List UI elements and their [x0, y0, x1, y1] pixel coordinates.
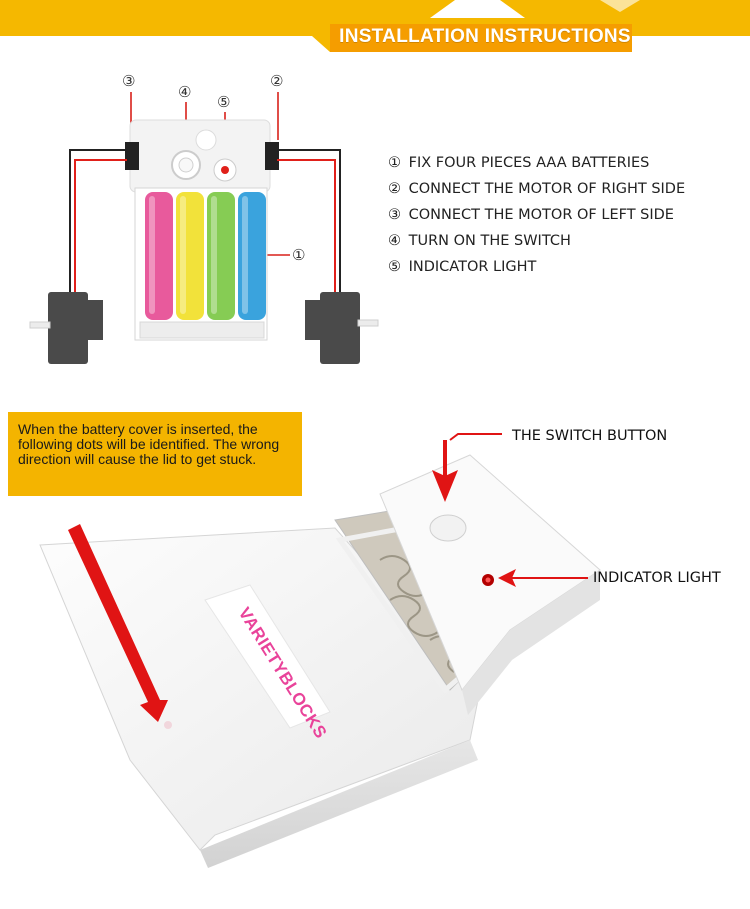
- marker-2: ②: [270, 72, 283, 90]
- item-text: INDICATOR LIGHT: [408, 259, 537, 275]
- list-item: ② CONNECT THE MOTOR OF RIGHT SIDE: [388, 176, 685, 202]
- battery-box-diagram: ③ ④ ⑤ ② ①: [29, 72, 379, 364]
- item-number: ④: [388, 233, 401, 249]
- item-number: ①: [388, 155, 401, 171]
- marker-3: ③: [122, 72, 135, 90]
- page-title: INSTALLATION INSTRUCTIONS: [339, 26, 631, 47]
- header-banner: [0, 0, 750, 52]
- list-item: ⑤ INDICATOR LIGHT: [388, 254, 685, 280]
- instruction-list: ① FIX FOUR PIECES AAA BATTERIES ② CONNEC…: [388, 150, 685, 280]
- switch-button-callout: THE SWITCH BUTTON: [512, 428, 668, 444]
- list-item: ③ CONNECT THE MOTOR OF LEFT SIDE: [388, 202, 685, 228]
- item-text: TURN ON THE SWITCH: [408, 233, 571, 249]
- item-number: ②: [388, 181, 401, 197]
- item-text: CONNECT THE MOTOR OF LEFT SIDE: [408, 207, 674, 223]
- marker-1: ①: [292, 246, 305, 264]
- item-number: ③: [388, 207, 401, 223]
- list-item: ① FIX FOUR PIECES AAA BATTERIES: [388, 150, 685, 176]
- warning-note: When the battery cover is inserted, the …: [8, 412, 302, 496]
- marker-4: ④: [178, 83, 191, 101]
- list-item: ④ TURN ON THE SWITCH: [388, 228, 685, 254]
- item-text: CONNECT THE MOTOR OF RIGHT SIDE: [408, 181, 686, 197]
- note-text: When the battery cover is inserted, the …: [18, 421, 280, 467]
- marker-5: ⑤: [217, 93, 230, 111]
- item-text: FIX FOUR PIECES AAA BATTERIES: [408, 155, 650, 171]
- indicator-light-callout: INDICATOR LIGHT: [593, 570, 721, 586]
- battery-box-photo: VARIETYBLOCKS: [39, 433, 601, 868]
- item-number: ⑤: [388, 259, 401, 275]
